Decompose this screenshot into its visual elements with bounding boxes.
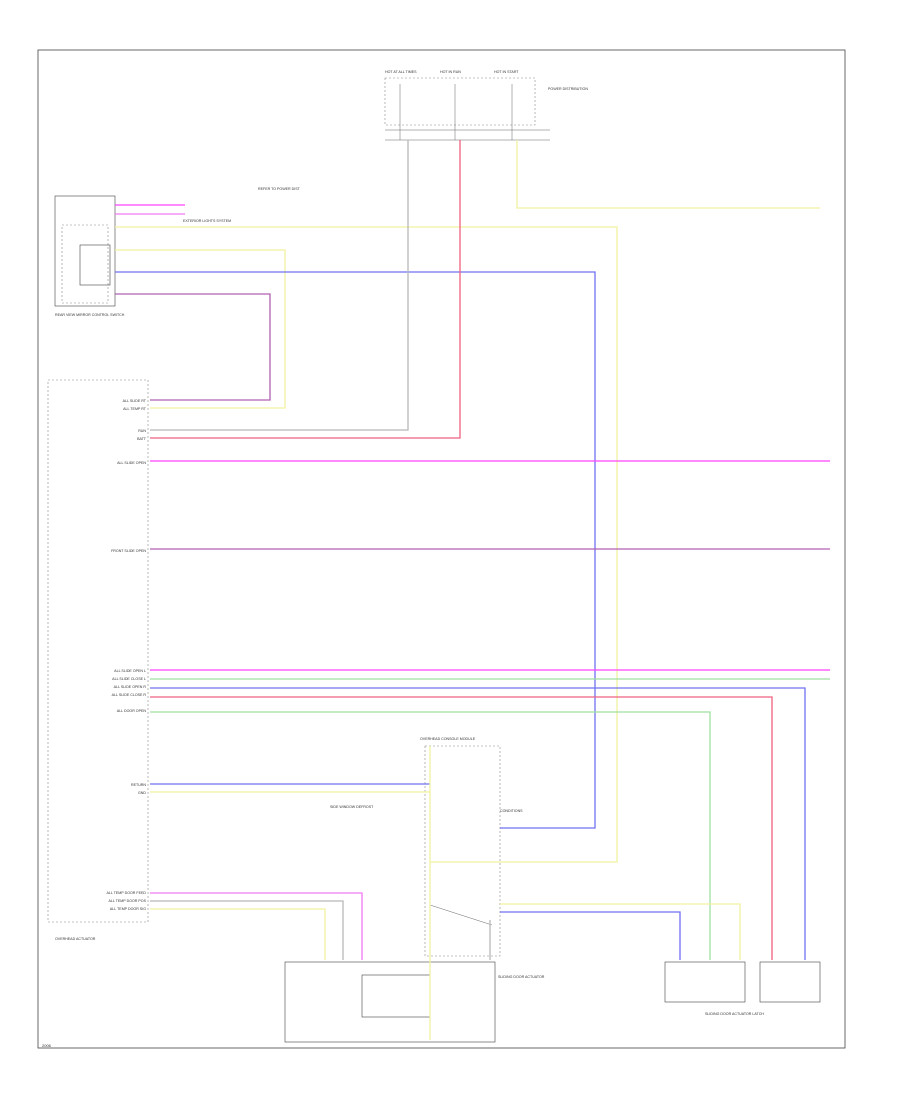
fuse-label-mid: HOT IN RUN xyxy=(440,70,461,74)
wire-mirror-blue xyxy=(115,271,596,829)
fuse-label-left: HOT AT ALL TIMES xyxy=(385,70,417,74)
wire-b3 xyxy=(150,908,326,960)
fuse-note: POWER DISTRIBUTION xyxy=(548,87,588,91)
diagram-frame xyxy=(37,49,846,1049)
overhead-module: OVERHEAD CONSOLE MODULE SIDE WINDOW DEFR… xyxy=(330,737,523,957)
module-side-label: SIDE WINDOW DEFROST xyxy=(330,805,374,809)
module-name: OVERHEAD CONSOLE MODULE xyxy=(420,737,476,741)
pin-label-s5: ALL SLIDE OPEN xyxy=(117,461,146,465)
left-module: ALL SLIDE RT ALL TEMP RT RUN BATT ALL SL… xyxy=(47,379,149,923)
actuator-top-label: OVERHEAD ACTUATOR xyxy=(55,937,96,941)
pin-label-s1: ALL SLIDE RT xyxy=(123,399,147,403)
wire-fuse-yellow xyxy=(516,140,820,209)
pin-label-s4: BATT xyxy=(137,437,147,441)
mirror-note: EXTERIOR LIGHTS SYSTEM xyxy=(183,219,231,223)
wire-mirror-yellow-long xyxy=(115,226,618,863)
mirror-switch: REAR VIEW MIRROR CONTROL SWITCH REFER TO… xyxy=(54,187,301,317)
actuator-box-right-1 xyxy=(664,961,746,1003)
wires xyxy=(115,140,830,1040)
wire-g5 xyxy=(150,711,711,960)
actuator-note: SLIDING DOOR ACTUATOR xyxy=(498,975,545,979)
overhead-module-outline xyxy=(424,745,501,957)
pin-label-g4: ALL SLIDE CLOSE R xyxy=(112,693,147,697)
actuator-box-center xyxy=(284,961,496,1043)
mirror-ref: REFER TO POWER DIST xyxy=(258,187,301,191)
pin-label-s3: RUN xyxy=(138,429,146,433)
pin-label-b3: ALL TEMP DOOR SIG xyxy=(110,907,146,911)
pin-label-s6: FRONT SLIDE OPEN xyxy=(111,549,146,553)
bottom-actuators: SLIDING DOOR ACTUATOR SLIDING DOOR ACTUA… xyxy=(55,937,821,1043)
mirror-switch-box xyxy=(54,195,116,307)
pin-label-s2: ALL TEMP RT xyxy=(123,407,147,411)
wire-mirror-violet xyxy=(115,293,271,401)
left-module-outline xyxy=(47,379,149,923)
pin-label-g3: ALL SLIDE OPEN R xyxy=(114,685,147,689)
pin-label-g2: ALL SLIDE CLOSE L xyxy=(112,677,146,681)
wire-b2 xyxy=(150,900,344,960)
actuator-right-label: SLIDING DOOR ACTUATOR LATCH xyxy=(705,1012,764,1016)
fuse-box-outline xyxy=(384,77,536,126)
mirror-switch-label: REAR VIEW MIRROR CONTROL SWITCH xyxy=(55,313,125,317)
wire-g4 xyxy=(150,696,773,960)
page-number: 2006 xyxy=(42,1043,51,1048)
pin-label-g6: RETURN xyxy=(131,783,146,787)
fuse-block: HOT AT ALL TIMES HOT IN RUN HOT IN START… xyxy=(384,70,588,141)
wire-b1 xyxy=(150,892,363,960)
wire-fuse-gray xyxy=(150,140,409,431)
wire-g3 xyxy=(150,687,806,960)
wire-mod-blue xyxy=(500,911,681,960)
wire-mirror-yellow-2 xyxy=(115,249,286,409)
pin-label-g1: ALL SLIDE OPEN L xyxy=(114,669,146,673)
cond-text: CONDITIONS xyxy=(500,809,523,813)
wire-fuse-red xyxy=(150,140,461,439)
pin-label-g7: GND xyxy=(138,791,146,795)
actuator-box-right-2 xyxy=(759,961,821,1003)
pin-label-g5: ALL DOOR OPEN xyxy=(117,709,147,713)
fuse-label-right: HOT IN START xyxy=(494,70,519,74)
pin-label-b1: ALL TEMP DOOR FEED xyxy=(107,891,147,895)
pin-label-b2: ALL TEMP DOOR POS xyxy=(109,899,147,903)
wire-mod-yellow xyxy=(500,903,741,960)
